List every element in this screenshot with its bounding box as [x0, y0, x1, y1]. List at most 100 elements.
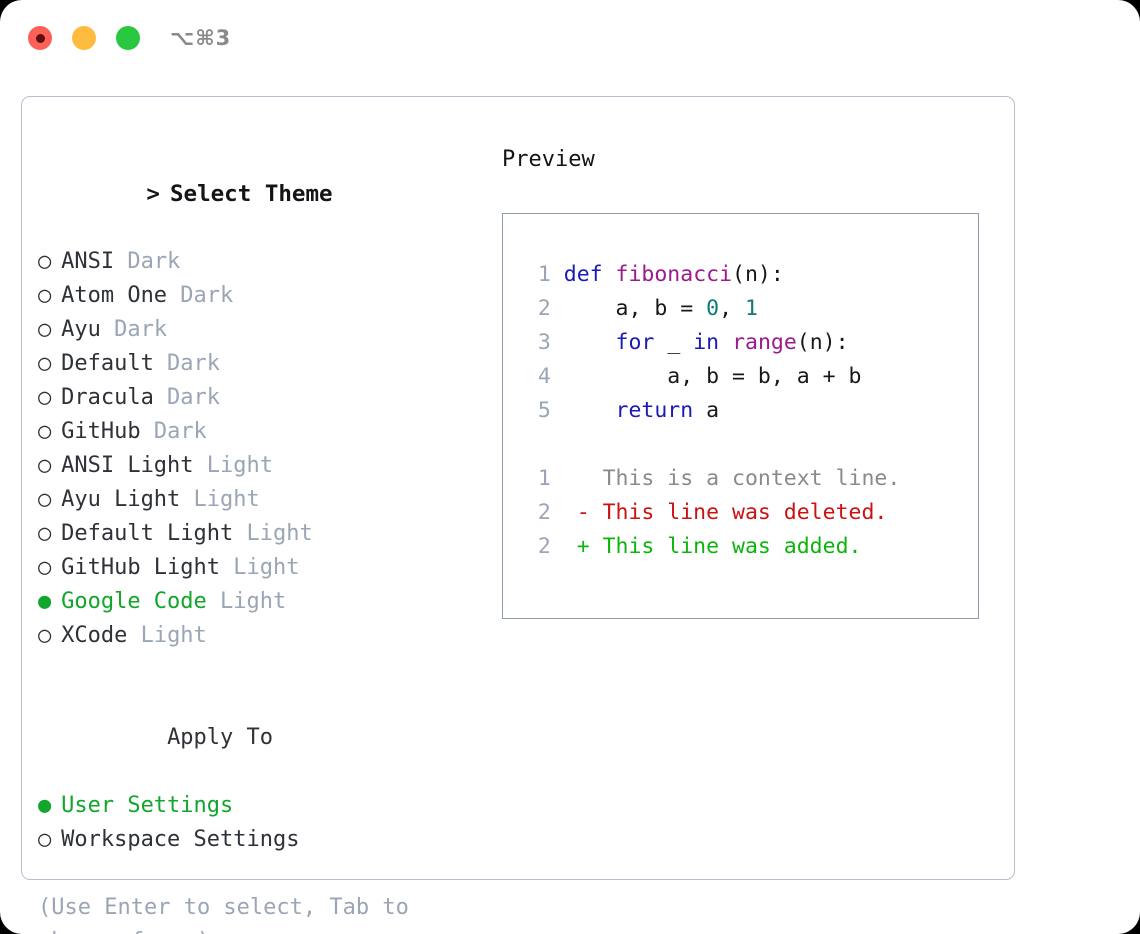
- code-token: fibonacci: [615, 262, 733, 287]
- theme-option-variant: Light: [180, 487, 260, 512]
- traffic-light-buttons: [28, 26, 140, 50]
- theme-option-variant: Light: [193, 453, 274, 478]
- theme-option-row[interactable]: ○ GitHub Light Light: [38, 551, 478, 585]
- theme-picker-column: >Select Theme ○ANSI Dark○Atom One Dark○A…: [38, 143, 478, 934]
- apply-to-option-row[interactable]: ○ Workspace Settings: [38, 823, 478, 857]
- radio-unselected-icon[interactable]: ○: [38, 419, 52, 444]
- theme-option-row[interactable]: ○ Default Light Light: [38, 517, 478, 551]
- code-token: [564, 330, 616, 355]
- diff-line: 2 - This line was deleted.: [525, 496, 978, 530]
- apply-to-option-row[interactable]: ● User Settings: [38, 789, 478, 823]
- code-line: 4 a, b = b, a + b: [525, 360, 978, 394]
- apply-to-list: ● User Settings ○ Workspace Settings: [38, 789, 478, 857]
- apply-to-heading-label: Apply To: [167, 725, 274, 750]
- preview-column: Preview 1 def fibonacci(n):2 a, b = 0, 1…: [502, 143, 992, 619]
- code-token: [564, 398, 616, 423]
- theme-option-row[interactable]: ○ ANSI Light Light: [38, 449, 478, 483]
- line-number: 5: [537, 398, 551, 423]
- code-token: a, b = b, a + b: [563, 364, 862, 389]
- code-token: for: [615, 330, 655, 355]
- preview-heading: Preview: [502, 147, 595, 172]
- theme-option-name: Atom One: [61, 283, 168, 308]
- theme-option-name: XCode: [61, 623, 128, 648]
- code-line: 1 def fibonacci(n):: [525, 258, 978, 292]
- theme-option-row[interactable]: ○ Dracula Dark: [38, 381, 478, 415]
- minimize-button[interactable]: [72, 26, 96, 50]
- theme-option-name: GitHub Light: [61, 555, 221, 580]
- code-token: in: [693, 330, 720, 355]
- theme-option-row[interactable]: ○XCode Light: [38, 619, 478, 653]
- code-token: ,: [719, 296, 745, 321]
- prompt-caret-icon: >: [146, 181, 160, 207]
- line-number: 2: [537, 500, 551, 525]
- theme-option-row[interactable]: ○ Ayu Dark: [38, 313, 478, 347]
- keyboard-hint-text: (Use Enter to select, Tab to change focu…: [38, 895, 409, 934]
- apply-to-option-name: Workspace Settings: [61, 827, 300, 852]
- theme-option-variant: Dark: [153, 385, 221, 410]
- code-token: [719, 330, 732, 355]
- code-token: _: [654, 330, 694, 355]
- theme-option-variant: Dark: [114, 249, 181, 274]
- code-token: (n):: [732, 262, 784, 287]
- line-number: 2: [537, 534, 551, 559]
- apply-to-option-name: User Settings: [61, 793, 234, 818]
- theme-option-name: GitHub: [61, 419, 141, 444]
- keyboard-shortcut-label: ⌥⌘3: [170, 26, 232, 50]
- line-number: 3: [537, 330, 551, 355]
- select-theme-heading: >Select Theme: [38, 143, 478, 245]
- code-token: a: [693, 398, 720, 423]
- theme-option-variant: Dark: [140, 419, 207, 444]
- radio-unselected-icon[interactable]: ○: [38, 521, 52, 546]
- close-button[interactable]: [28, 26, 52, 50]
- radio-unselected-icon[interactable]: ○: [38, 827, 52, 852]
- theme-option-variant: Dark: [153, 351, 221, 376]
- theme-option-name: ANSI Light: [61, 453, 194, 478]
- title-bar: ⌥⌘3: [0, 0, 1140, 76]
- theme-option-row[interactable]: ○ GitHub Dark: [38, 415, 478, 449]
- radio-unselected-icon[interactable]: ○: [38, 283, 52, 308]
- line-number: 1: [537, 262, 551, 287]
- theme-option-variant: Light: [220, 555, 300, 580]
- theme-option-variant: Dark: [100, 317, 168, 342]
- radio-unselected-icon[interactable]: ○: [38, 623, 52, 648]
- code-line: 5 return a: [525, 394, 978, 428]
- theme-option-name: Default Light: [61, 521, 234, 546]
- theme-option-name: Ayu: [61, 317, 101, 342]
- theme-option-row[interactable]: ○Default Dark: [38, 347, 478, 381]
- code-token: 1: [744, 296, 758, 321]
- radio-unselected-icon[interactable]: ○: [38, 317, 52, 342]
- theme-option-variant: Light: [233, 521, 313, 546]
- code-diff-spacer: [525, 428, 978, 462]
- theme-option-row[interactable]: ● Google Code Light: [38, 585, 478, 619]
- line-number: 1: [537, 466, 551, 491]
- radio-selected-icon[interactable]: ●: [38, 589, 52, 614]
- radio-selected-icon[interactable]: ●: [38, 793, 52, 818]
- theme-option-name: Dracula: [61, 385, 154, 410]
- diff-line-text: This is a context line.: [576, 466, 901, 491]
- diff-line-text: - This line was deleted.: [576, 500, 888, 525]
- theme-option-name: Google Code: [61, 589, 207, 614]
- code-token: def: [563, 262, 616, 287]
- code-line: 3 for _ in range(n):: [525, 326, 978, 360]
- maximize-button[interactable]: [116, 26, 140, 50]
- radio-unselected-icon[interactable]: ○: [38, 385, 52, 410]
- code-line: 2 a, b = 0, 1: [525, 292, 978, 326]
- theme-option-variant: Light: [206, 589, 287, 614]
- theme-option-row[interactable]: ○ANSI Dark: [38, 245, 478, 279]
- radio-unselected-icon[interactable]: ○: [38, 351, 52, 376]
- radio-unselected-icon[interactable]: ○: [38, 487, 52, 512]
- theme-option-name: Ayu Light: [61, 487, 181, 512]
- theme-option-variant: Dark: [167, 283, 234, 308]
- apply-to-marker-placeholder: [144, 721, 167, 755]
- code-token: a, b =: [563, 296, 707, 321]
- diff-line: 2 + This line was added.: [525, 530, 978, 564]
- radio-unselected-icon[interactable]: ○: [38, 555, 52, 580]
- radio-unselected-icon[interactable]: ○: [38, 453, 52, 478]
- radio-unselected-icon[interactable]: ○: [38, 249, 52, 274]
- line-number: 2: [537, 296, 551, 321]
- apply-to-heading: Apply To: [38, 687, 478, 789]
- theme-option-row[interactable]: ○ Atom One Dark: [38, 279, 478, 313]
- theme-option-row[interactable]: ○ Ayu Light Light: [38, 483, 478, 517]
